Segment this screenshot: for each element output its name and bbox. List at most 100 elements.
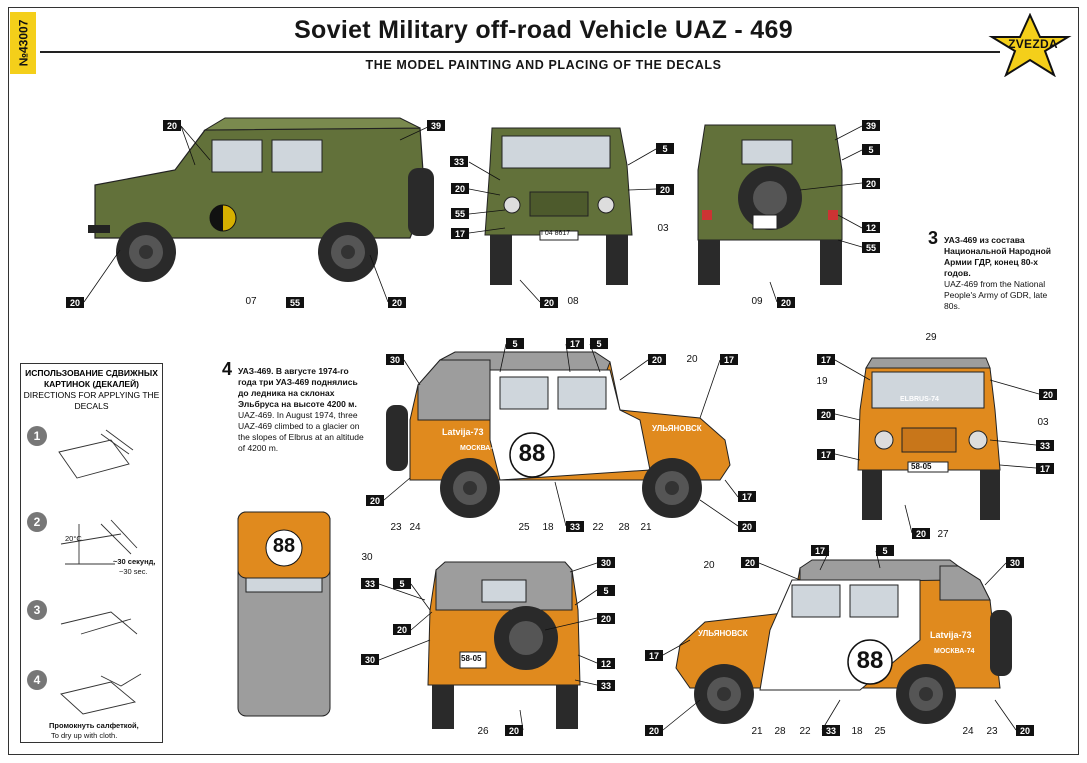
race-number-top: 88 [272, 535, 296, 557]
variant-4-en: UAZ-469. In August 1974, three UAZ-469 c… [238, 410, 364, 453]
svg-text:18: 18 [851, 726, 863, 737]
olive-side-view [88, 117, 434, 282]
variant-3-note: 3 УАЗ-469 из состава Национальной Народн… [928, 229, 1062, 312]
svg-text:21: 21 [751, 726, 763, 737]
svg-text:28: 28 [618, 522, 630, 533]
svg-text:30: 30 [390, 355, 400, 365]
rally-side-view-left [675, 559, 1012, 724]
svg-text:33: 33 [454, 157, 464, 167]
svg-text:20: 20 [455, 184, 465, 194]
svg-text:20: 20 [1020, 726, 1030, 736]
rally-rear-view [427, 561, 581, 729]
svg-text:17: 17 [570, 339, 580, 349]
svg-text:5: 5 [868, 145, 873, 155]
ulyanovsk-decal-left: УЛЬЯНОВСК [698, 629, 748, 638]
svg-text:20: 20 [70, 298, 80, 308]
svg-text:33: 33 [365, 579, 375, 589]
svg-text:22: 22 [799, 726, 811, 737]
rally-top-view [237, 511, 331, 717]
plate-rally-front: 58-05 [911, 462, 932, 471]
svg-text:20: 20 [601, 614, 611, 624]
svg-text:17: 17 [815, 546, 825, 556]
svg-text:33: 33 [601, 681, 611, 691]
svg-text:20: 20 [916, 529, 926, 539]
svg-text:33: 33 [570, 522, 580, 532]
svg-text:17: 17 [649, 651, 659, 661]
soak-time-ru: ~30 секунд, [113, 557, 156, 566]
page-frame [8, 7, 1079, 755]
variant-3-number: 3 [928, 228, 939, 248]
svg-text:20: 20 [745, 558, 755, 568]
svg-text:20: 20 [821, 410, 831, 420]
variant-4-ru: УАЗ-469. В августе 1974-го года три УАЗ-… [238, 366, 358, 409]
svg-text:03: 03 [1037, 417, 1049, 428]
page-title: Soviet Military off-road Vehicle UAZ - 4… [294, 16, 793, 44]
variant-3-en: UAZ-469 from the National People's Army … [944, 279, 1048, 311]
svg-text:17: 17 [455, 229, 465, 239]
svg-text:25: 25 [874, 726, 886, 737]
svg-text:20: 20 [397, 625, 407, 635]
svg-text:20: 20 [652, 355, 662, 365]
dry-ru: Промокнуть салфеткой, [49, 721, 139, 730]
svg-text:39: 39 [431, 121, 441, 131]
decal-instructions-box: ИСПОЛЬЗОВАНИЕ СДВИЖНЫХ КАРТИНОК (ДЕКАЛЕЙ… [20, 363, 163, 743]
svg-text:20: 20 [742, 522, 752, 532]
variant-4-note: 4 УАЗ-469. В августе 1974-го года три УА… [222, 360, 364, 454]
svg-text:33: 33 [1040, 441, 1050, 451]
svg-text:20: 20 [1043, 390, 1053, 400]
svg-text:20: 20 [544, 298, 554, 308]
latvija-decal: Latvija-73 [442, 427, 484, 437]
svg-text:12: 12 [866, 223, 876, 233]
svg-text:17: 17 [742, 492, 752, 502]
callout-badges [66, 120, 1057, 736]
svg-text:22: 22 [592, 522, 604, 533]
variant-4-number: 4 [222, 359, 233, 379]
svg-text:20: 20 [660, 185, 670, 195]
catalog-number-tab: №43007 [10, 12, 36, 74]
elbrus-decal: ELBRUS-74 [900, 396, 939, 403]
brand-name: ZVEZDA [1008, 37, 1058, 51]
svg-text:17: 17 [821, 450, 831, 460]
svg-text:21: 21 [640, 522, 652, 533]
plate-gdr: I 04 8617 [541, 230, 571, 237]
svg-text:12: 12 [601, 659, 611, 669]
olive-front-view [484, 127, 633, 285]
svg-text:08: 08 [567, 296, 579, 307]
svg-text:39: 39 [866, 121, 876, 131]
olive-rear-view [697, 124, 843, 285]
svg-text:20: 20 [781, 298, 791, 308]
rally-side-view [386, 351, 731, 518]
svg-text:55: 55 [866, 243, 876, 253]
svg-text:23: 23 [390, 522, 402, 533]
svg-text:24: 24 [409, 522, 421, 533]
svg-text:5: 5 [399, 579, 404, 589]
soak-time-en: ~30 sec. [119, 567, 148, 576]
race-number-side: 88 [518, 440, 546, 467]
svg-text:17: 17 [1040, 464, 1050, 474]
zvezda-star-logo [988, 13, 1072, 77]
instructions-title-en: DIRECTIONS FOR APPLYING THE DECALS [23, 390, 160, 411]
svg-text:5: 5 [596, 339, 601, 349]
svg-text:23: 23 [986, 726, 998, 737]
svg-text:20: 20 [167, 121, 177, 131]
svg-text:24: 24 [962, 726, 974, 737]
svg-text:20: 20 [392, 298, 402, 308]
callout-leaders [83, 125, 1040, 731]
svg-text:55: 55 [290, 298, 300, 308]
moskva-decal-left: МОСКВА-74 [934, 648, 975, 655]
latvija-decal-left: Latvija-73 [930, 630, 972, 640]
rally-front-view [857, 357, 1001, 520]
svg-text:09: 09 [751, 296, 763, 307]
step-4-badge: 4 [27, 670, 47, 690]
svg-text:03: 03 [657, 223, 669, 234]
water-temp: 20°C [65, 534, 82, 543]
moskva-decal: МОСКВА-74 [460, 445, 501, 452]
svg-text:17: 17 [724, 355, 734, 365]
variant-3-ru: УАЗ-469 из состава Национальной Народной… [944, 235, 1051, 278]
autouaz-decal: АвтоУАЗ [566, 419, 601, 428]
svg-text:17: 17 [821, 355, 831, 365]
svg-text:5: 5 [603, 586, 608, 596]
